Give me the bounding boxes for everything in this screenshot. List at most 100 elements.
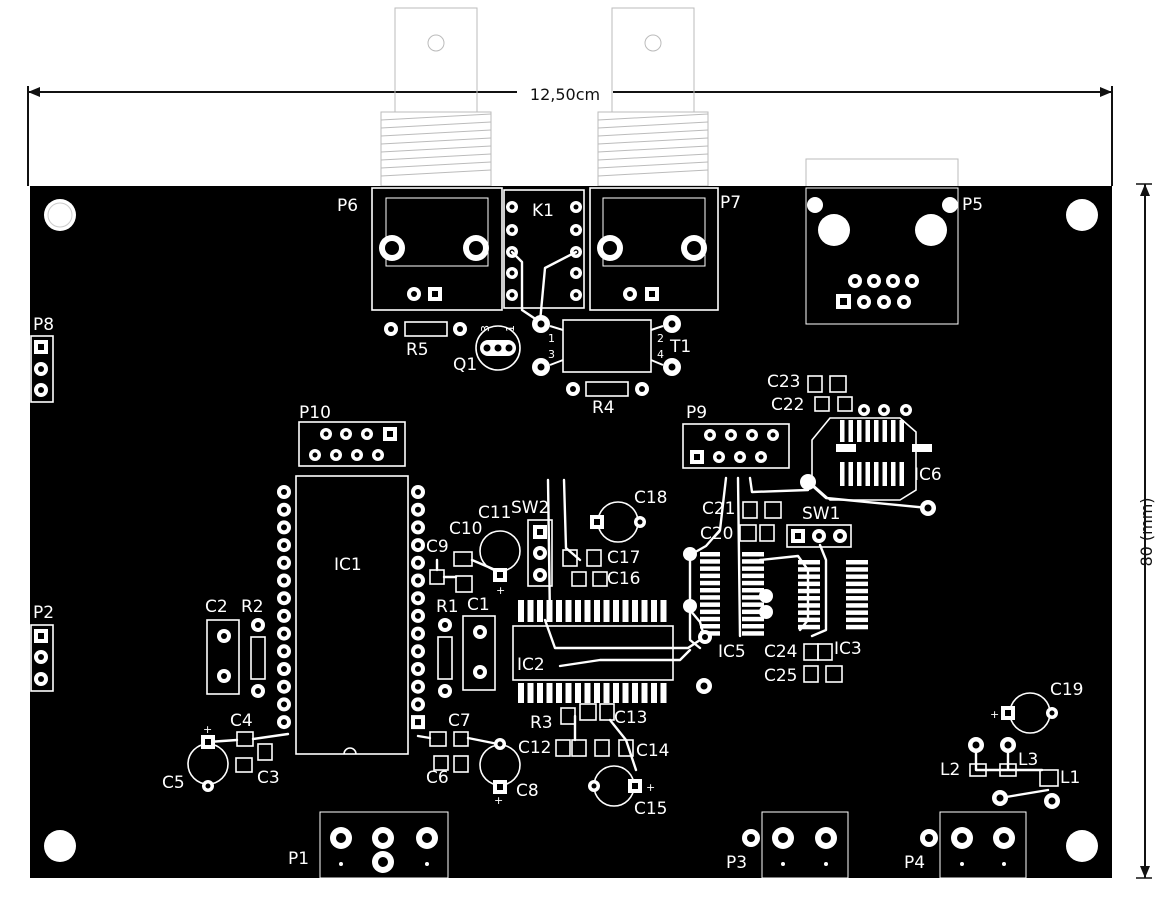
transistor-q1 [475, 325, 521, 371]
label-p7: P7 [720, 193, 741, 213]
q1-pin1-mark: 1 [504, 325, 517, 332]
ic6-smd [800, 404, 936, 516]
label-p10: P10 [299, 403, 331, 423]
label-c17: C17 [607, 548, 641, 568]
header-p10 [298, 421, 406, 467]
bnc-connector-p6-body [380, 7, 492, 187]
q1-pin3-mark: 3 [479, 325, 492, 332]
width-dimension-label: 12,50cm [530, 85, 600, 104]
capacitors-c24-c25 [803, 643, 843, 683]
label-c14: C14 [636, 741, 670, 761]
switch-sw2 [527, 519, 553, 587]
label-c3: C3 [257, 768, 280, 788]
dimension-height: 80 (mm) [1136, 183, 1156, 879]
label-c6: C6 [426, 768, 449, 788]
c8-plus-mark: + [494, 794, 503, 807]
label-c20: C20 [700, 524, 734, 544]
label-c16: C16 [607, 569, 641, 589]
label-c21: C21 [702, 499, 736, 519]
label-q1: Q1 [453, 355, 477, 375]
resistor-r2 [250, 618, 266, 698]
label-t1: T1 [669, 337, 691, 357]
label-r5: R5 [406, 340, 429, 360]
capacitors-c20-c21 [739, 501, 782, 542]
c19-plus-mark: + [990, 708, 999, 721]
ic2-smd [512, 478, 702, 703]
label-c8: C8 [516, 781, 539, 801]
rj-connector-p5-overhang [805, 158, 959, 190]
label-p8: P8 [33, 315, 54, 335]
header-p8 [30, 335, 54, 403]
t1-pin2-mark: 2 [657, 332, 664, 345]
label-l1: L1 [1060, 768, 1080, 788]
capacitor-c9-c10 [429, 551, 502, 593]
header-p9 [682, 423, 790, 469]
terminal-p1 [319, 811, 449, 879]
switch-sw1 [786, 524, 852, 548]
mounting-holes [44, 199, 1098, 862]
relay-k1 [503, 189, 585, 324]
label-ic5: IC5 [718, 642, 746, 662]
t1-pin1-mark: 1 [548, 332, 555, 345]
label-p2: P2 [33, 603, 54, 623]
label-p5: P5 [962, 195, 983, 215]
label-sw1: SW1 [802, 504, 840, 524]
resistor-r5 [384, 321, 467, 337]
connector-p5 [805, 187, 959, 325]
capacitor-c1 [462, 615, 496, 691]
ic5-smd [683, 476, 810, 650]
t1-pin3-mark: 3 [548, 348, 555, 361]
label-p9: P9 [686, 403, 707, 423]
label-c13: C13 [614, 708, 648, 728]
label-c10: C10 [449, 519, 483, 539]
resistor-r4 [566, 381, 649, 397]
label-c25: C25 [764, 666, 798, 686]
capacitor-c11 [479, 530, 521, 582]
label-ic2: IC2 [517, 655, 545, 675]
label-p1: P1 [288, 849, 309, 869]
c5-plus-mark: + [203, 723, 212, 736]
label-c24: C24 [764, 642, 798, 662]
label-c18: C18 [634, 488, 668, 508]
label-r1: R1 [436, 597, 459, 617]
label-c4: C4 [230, 711, 253, 731]
dimension-width: 12,50cm [27, 84, 1113, 186]
smd-cluster-bottom [555, 703, 638, 772]
label-l2: L2 [940, 760, 960, 780]
label-p6: P6 [337, 196, 358, 216]
label-c19: C19 [1050, 680, 1084, 700]
label-r2: R2 [241, 597, 264, 617]
label-ic1: IC1 [334, 555, 362, 575]
label-c11: C11 [478, 503, 512, 523]
label-p3: P3 [726, 853, 747, 873]
label-ic6: IC6 [914, 465, 942, 485]
capacitor-c19 [1001, 692, 1058, 734]
label-ic3: IC3 [834, 639, 862, 659]
capacitor-c8 [479, 738, 521, 794]
ic3-smd [798, 543, 868, 638]
bnc-connector-p7-body [597, 7, 709, 187]
label-c2: C2 [205, 597, 228, 617]
terminal-p4 [920, 811, 1027, 879]
capacitors-c22-c23 [807, 375, 853, 412]
c15-plus-mark: + [646, 781, 655, 794]
capacitors-c6-c7 [416, 731, 500, 773]
c11-plus-mark: + [496, 584, 505, 597]
label-r3: R3 [530, 713, 553, 733]
label-c22: C22 [771, 395, 805, 415]
resistor-r1 [437, 618, 453, 698]
label-k1: K1 [532, 201, 554, 221]
capacitor-c18 [590, 501, 646, 543]
capacitor-c15 [588, 765, 642, 807]
header-p2 [30, 624, 54, 692]
label-c9: C9 [426, 537, 449, 557]
label-c1: C1 [467, 595, 490, 615]
inductors-l1-l2-l3 [968, 737, 1060, 809]
terminal-p3 [742, 811, 849, 879]
label-c12: C12 [518, 738, 552, 758]
capacitor-c2 [206, 619, 240, 695]
ic1-dip [277, 475, 425, 755]
capacitor-c5 [187, 735, 229, 792]
label-l3: L3 [1018, 750, 1038, 770]
